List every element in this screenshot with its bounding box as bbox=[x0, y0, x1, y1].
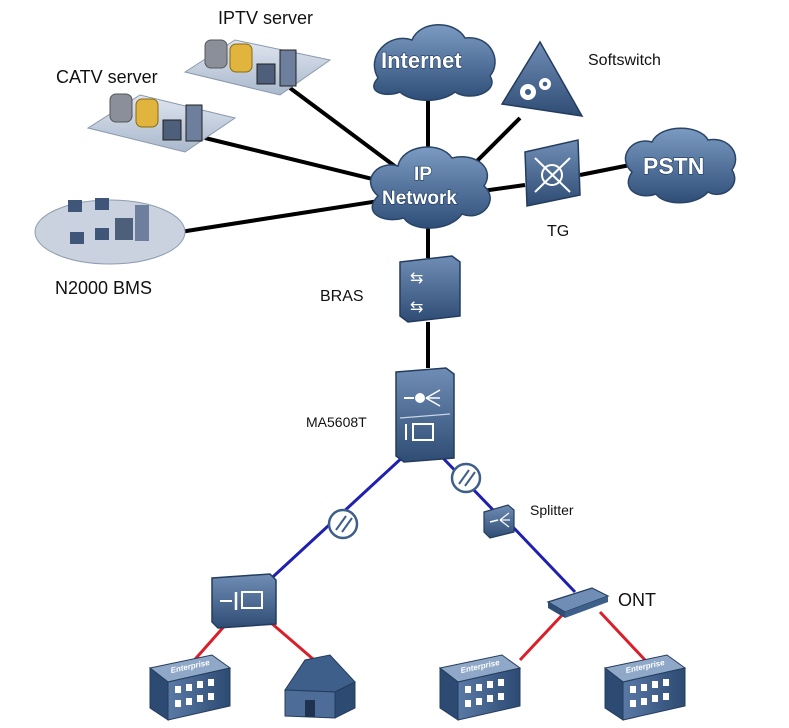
ma5608t-olt-icon bbox=[395, 367, 455, 463]
enterprise-building-icon-2: Enterprise bbox=[438, 654, 522, 721]
tg-label: TG bbox=[547, 223, 569, 240]
link-catv-ipnetwork bbox=[204, 136, 386, 184]
catv-server-icon bbox=[86, 93, 237, 153]
link-iptv-ipnetwork bbox=[288, 86, 402, 172]
catv-server-label: CATV server bbox=[56, 67, 158, 87]
links bbox=[179, 86, 647, 667]
optical-connector-icon-left bbox=[327, 508, 359, 540]
link-tg-pstn bbox=[579, 163, 631, 177]
fiber-olt-left bbox=[248, 453, 407, 600]
access-ont-enterprise-left bbox=[518, 610, 567, 662]
tg-icon bbox=[524, 139, 581, 207]
svg-text:⇆: ⇆ bbox=[410, 297, 423, 316]
n2000-bms-label: N2000 BMS bbox=[55, 278, 152, 298]
internet-label: Internet bbox=[381, 48, 462, 73]
ont-label: ONT bbox=[618, 590, 656, 610]
svg-text:⇆: ⇆ bbox=[410, 268, 423, 287]
iptv-server-icon bbox=[183, 39, 332, 96]
onu-device-icon bbox=[211, 573, 277, 629]
optical-connector-icon-right bbox=[450, 462, 482, 494]
ip-network-cloud-icon bbox=[369, 146, 491, 229]
house-icon bbox=[284, 654, 356, 719]
iptv-server-label: IPTV server bbox=[218, 8, 313, 28]
ip-network-label-line2: Network bbox=[382, 188, 457, 209]
fiber-splitter-ont bbox=[510, 524, 577, 594]
pstn-label: PSTN bbox=[643, 153, 704, 179]
internet-cloud-icon bbox=[373, 24, 496, 101]
n2000-bms-icon bbox=[34, 198, 186, 265]
splitter-icon bbox=[483, 504, 515, 539]
access-left-house bbox=[269, 620, 321, 667]
bras-icon: ⇆ ⇆ bbox=[399, 255, 461, 323]
link-bms-ipnetwork bbox=[179, 198, 386, 234]
splitter-label: Splitter bbox=[530, 502, 574, 518]
ip-network-label-line1: IP bbox=[414, 164, 432, 185]
enterprise-building-icon-1: Enterprise bbox=[148, 654, 232, 721]
pstn-cloud-icon bbox=[624, 127, 737, 204]
ma5608t-label: MA5608T bbox=[306, 414, 367, 430]
softswitch-label: Softswitch bbox=[588, 52, 661, 69]
softswitch-icon bbox=[500, 40, 584, 117]
ont-device-icon bbox=[546, 587, 610, 618]
access-ont-enterprise-right bbox=[598, 610, 647, 662]
enterprise-building-icon-3: Enterprise bbox=[603, 654, 687, 721]
bras-label: BRAS bbox=[320, 288, 364, 305]
